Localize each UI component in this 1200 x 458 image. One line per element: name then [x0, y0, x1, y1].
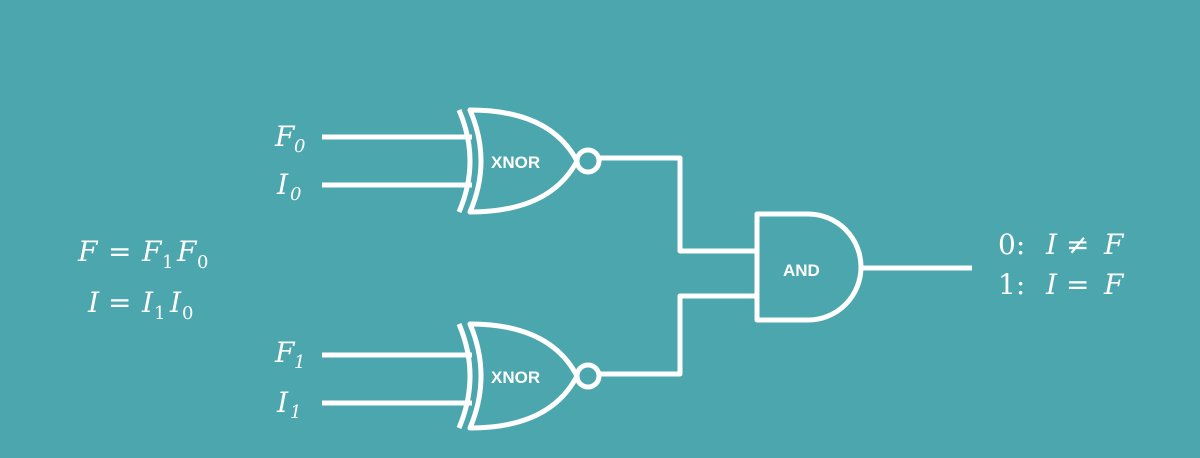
equation-f-term-1-sub: 1	[162, 252, 173, 273]
and-gate: AND	[754, 211, 864, 323]
wire-xnor-bottom-to-and	[599, 293, 757, 377]
output-legend-one: 1: I = F	[998, 268, 1125, 301]
xnor-bottom-inversion-bubble	[574, 362, 602, 390]
wire-xnor-top-to-and	[599, 155, 757, 254]
input-i1-letter: I	[276, 386, 289, 419]
output-one-lhs: I	[1045, 268, 1058, 301]
equation-i-term-2-sub: 0	[182, 303, 193, 324]
equation-f-term-1: F	[141, 235, 163, 268]
xnor-top-extra-arc	[456, 109, 473, 213]
xnor-bottom-extra-arc	[456, 323, 473, 429]
input-label-f0: F 0	[274, 120, 305, 157]
xnor-bottom-label: XNOR	[491, 368, 540, 387]
input-i0-sub: 0	[290, 184, 301, 205]
output-one-rhs: F	[1103, 268, 1125, 301]
equation-f: F = F 1 F 0	[77, 235, 208, 273]
xnor-top-inversion-bubble	[574, 147, 602, 175]
equation-i-equals: =	[108, 286, 131, 319]
input-f0-sub: 0	[294, 136, 305, 157]
xnor-gate-top: XNOR	[456, 107, 602, 215]
input-label-i1: I 1	[276, 386, 301, 423]
input-label-i0: I 0	[276, 168, 301, 205]
output-one-op: =	[1066, 268, 1089, 301]
xnor-top-label: XNOR	[491, 153, 540, 172]
output-zero-op: ≠	[1066, 228, 1089, 261]
equation-i-term-2: I	[169, 286, 182, 319]
input-label-f1: F 1	[274, 336, 305, 373]
and-gate-body	[754, 211, 864, 323]
equation-f-term-2: F	[176, 235, 198, 268]
input-i0-letter: I	[276, 168, 289, 201]
output-zero-code: 0:	[998, 228, 1025, 261]
output-one-code: 1:	[998, 268, 1025, 301]
and-gate-label: AND	[783, 261, 820, 280]
input-i1-sub: 1	[290, 402, 301, 423]
equation-f-lhs: F	[77, 235, 99, 268]
equation-i-term-1-sub: 1	[154, 303, 165, 324]
input-f0-letter: F	[274, 120, 296, 153]
output-legend-zero: 0: I ≠ F	[998, 228, 1125, 261]
equation-f-equals: =	[108, 235, 131, 268]
equation-i-lhs: I	[87, 286, 100, 319]
xnor-gate-bottom: XNOR	[456, 321, 602, 431]
input-f1-letter: F	[274, 336, 296, 369]
output-zero-lhs: I	[1045, 228, 1058, 261]
input-f1-sub: 1	[294, 352, 305, 373]
xnor-top-body	[467, 107, 580, 215]
output-zero-rhs: F	[1103, 228, 1125, 261]
equation-i: I = I 1 I 0	[87, 286, 193, 324]
equation-i-term-1: I	[141, 286, 154, 319]
xnor-bottom-body	[467, 321, 580, 431]
equation-f-term-2-sub: 0	[197, 252, 208, 273]
